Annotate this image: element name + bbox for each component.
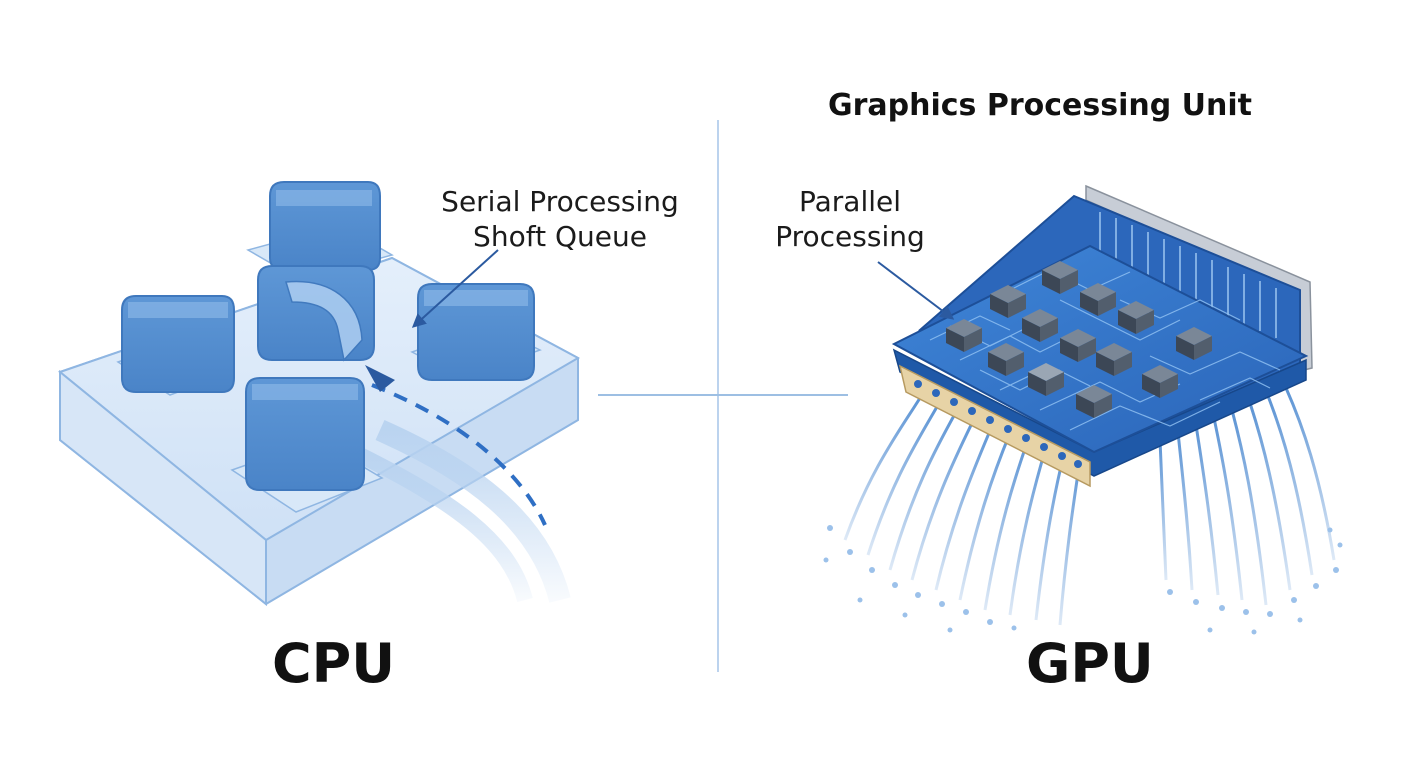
cpu-core-left	[116, 295, 235, 396]
gpu-callout-line2: Processing	[775, 220, 925, 253]
gpu-card-icon	[823, 184, 1343, 635]
divider-cross	[598, 120, 848, 672]
arrow-icon	[411, 249, 499, 328]
cpu-core-center	[257, 265, 375, 362]
cpu-callout-line1: Serial Processing	[441, 185, 679, 218]
cpu-chip-icon	[57, 181, 581, 607]
gpu-title: Graphics Processing Unit	[828, 88, 1252, 123]
cpu-callout: Serial Processing Shoft Queue	[428, 184, 692, 254]
cpu-core-right	[410, 283, 542, 381]
gpu-callout: Parallel Processing	[760, 184, 940, 254]
cpu-label: CPU	[272, 632, 396, 695]
cpu-callout-line2: Shoft Queue	[473, 220, 647, 253]
gpu-label: GPU	[1026, 632, 1154, 695]
gpu-callout-line1: Parallel	[798, 185, 902, 218]
arrow-icon	[877, 261, 955, 320]
cpu-core-bottom	[230, 377, 384, 513]
gpu-cores	[946, 261, 1212, 418]
